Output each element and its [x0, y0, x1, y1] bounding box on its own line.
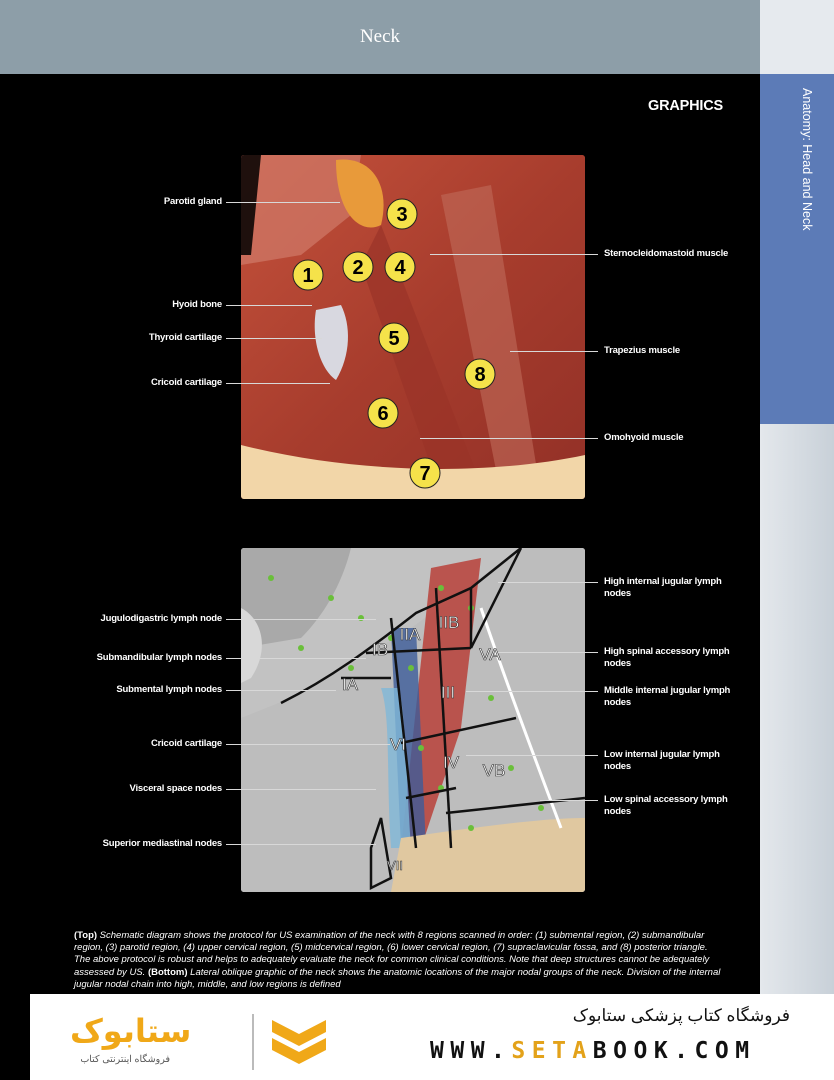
label-submental: Submental lymph nodes	[116, 684, 222, 695]
level-labels: IIA IIB IB IA VA III VI IV VB VII	[342, 613, 506, 874]
page-header: Neck	[0, 0, 760, 74]
region-number-2: 2	[352, 257, 363, 279]
region-marker-3	[386, 198, 418, 230]
level-III: III	[441, 683, 455, 702]
level-VI: VI	[390, 735, 406, 754]
label-omohyoid: Omohyoid muscle	[604, 432, 684, 443]
leader-line	[226, 658, 366, 659]
label-visceral-space: Visceral space nodes	[129, 783, 223, 794]
region-number-8: 8	[474, 364, 485, 386]
region-markers: 1 2 3 4 5 6 7 8	[292, 198, 496, 489]
region-marker-7	[409, 457, 441, 489]
region-marker-5	[378, 322, 410, 354]
side-strip-bottom	[760, 424, 834, 1080]
label-high-spinal-accessory: High spinal accessory lymph nodes	[604, 646, 730, 669]
leader-line	[498, 652, 598, 653]
label-high-internal-jugular: High internal jugular lymph nodes	[604, 576, 722, 599]
leader-line	[540, 800, 598, 801]
region-marker-1	[292, 259, 324, 291]
caption-lead-top: (Top)	[74, 930, 98, 941]
chapter-tab-label: Anatomy: Head and Neck	[800, 88, 814, 231]
label-cricoid-cartilage-lower: Cricoid cartilage	[150, 738, 222, 749]
label-low-internal-jugular: Low internal jugular lymph nodes	[604, 749, 720, 772]
store-url[interactable]: WWW.SETABOOK.COM	[430, 1038, 756, 1064]
top-anatomy-image	[241, 155, 585, 499]
leader-line	[466, 755, 598, 756]
caption-text-bottom: Lateral oblique graphic of the neck show…	[74, 966, 721, 990]
caption-lead-bottom: (Bottom)	[147, 966, 188, 978]
figure-caption: (Top) Schematic diagram shows the protoc…	[74, 930, 724, 991]
label-superior-mediastinal: Superior mediastinal nodes	[102, 838, 223, 849]
store-logo: ستابوک	[70, 1012, 192, 1050]
level-IA: IA	[342, 675, 359, 694]
leader-line	[226, 338, 322, 339]
label-middle-internal-jugular: Middle internal jugular lymph nodes	[604, 685, 731, 708]
leader-line	[226, 690, 336, 691]
level-IV: IV	[443, 753, 460, 772]
leader-line	[420, 438, 598, 439]
level-VA: VA	[479, 645, 501, 664]
region-marker-4	[384, 251, 416, 283]
leader-line	[226, 789, 376, 790]
chapter-tab[interactable]: Anatomy: Head and Neck	[760, 74, 834, 424]
store-logo-subtitle: فروشگاه اینترنتی کتاب	[80, 1054, 170, 1065]
region-number-6: 6	[377, 403, 388, 425]
leader-line	[226, 844, 376, 845]
store-name-persian: فروشگاه کتاب پزشکی ستابوک	[572, 1006, 790, 1025]
section-title: GRAPHICS	[648, 98, 723, 114]
label-parotid-gland: Parotid gland	[163, 196, 222, 207]
region-marker-8	[464, 358, 496, 390]
region-number-3: 3	[396, 204, 407, 226]
region-marker-2	[342, 251, 374, 283]
region-number-5: 5	[388, 328, 399, 350]
level-IIA: IIA	[400, 625, 421, 644]
leader-line	[226, 383, 330, 384]
url-part-a: WWW.	[430, 1038, 512, 1064]
url-part-highlight: SETA	[511, 1038, 593, 1064]
leader-line	[226, 619, 376, 620]
label-sternocleidomastoid: Sternocleidomastoid muscle	[604, 248, 729, 259]
header-title: Neck	[359, 26, 401, 47]
leader-line	[498, 582, 598, 583]
label-cricoid-cartilage: Cricoid cartilage	[150, 377, 222, 388]
level-VB: VB	[483, 761, 506, 780]
region-number-1: 1	[302, 265, 313, 287]
side-strip-top	[760, 0, 834, 74]
chevron-logo-icon	[252, 1014, 326, 1070]
label-low-spinal-accessory: Low spinal accessory lymph nodes	[604, 794, 728, 817]
level-IIB: IIB	[439, 613, 460, 632]
caption-text-top: Schematic diagram shows the protocol for…	[74, 930, 710, 978]
level-IB: IB	[372, 640, 388, 659]
label-thyroid-cartilage: Thyroid cartilage	[148, 332, 222, 343]
region-marker-6	[367, 397, 399, 429]
leader-line	[510, 351, 598, 352]
label-submandibular: Submandibular lymph nodes	[96, 652, 223, 663]
advertisement-banner[interactable]: ستابوک فروشگاه اینترنتی کتاب فروشگاه کتا…	[30, 994, 834, 1080]
neck-lymph-node-illustration	[241, 548, 585, 892]
leader-line	[466, 691, 598, 692]
label-hyoid-bone: Hyoid bone	[172, 299, 222, 310]
label-trapezius: Trapezius muscle	[604, 345, 681, 356]
label-jugulodigastric: Jugulodigastric lymph node	[100, 613, 223, 624]
leader-line	[226, 202, 340, 203]
leader-line	[430, 254, 598, 255]
level-VII: VII	[387, 858, 403, 873]
region-number-7: 7	[419, 463, 430, 485]
bottom-anatomy-image	[241, 548, 585, 892]
url-part-b: BOOK.COM	[592, 1038, 756, 1064]
neck-muscle-illustration	[241, 155, 585, 499]
leader-line	[226, 305, 312, 306]
leader-line	[226, 744, 390, 745]
region-number-4: 4	[394, 257, 406, 279]
